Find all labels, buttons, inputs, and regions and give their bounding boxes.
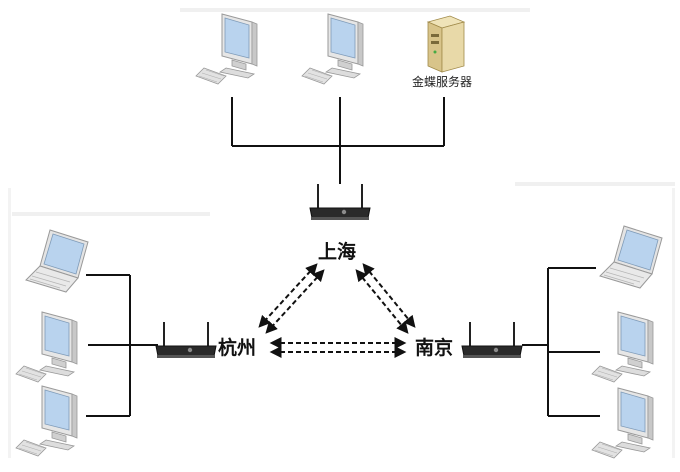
router-nanjing-icon	[461, 321, 523, 359]
router-hangzhou-icon	[155, 321, 217, 359]
left-laptop-icon	[25, 229, 89, 293]
link-shanghai-hangzhou	[258, 263, 325, 334]
left-lan-wiring	[86, 274, 158, 417]
server-label: 金蝶服务器	[412, 75, 473, 89]
router-shanghai-icon	[309, 183, 371, 221]
top-lan-wiring	[231, 97, 445, 184]
right-laptop-icon	[599, 225, 663, 289]
top-pc-2-icon	[301, 13, 364, 85]
top-panel	[180, 8, 530, 12]
kingdee-server-icon	[426, 15, 466, 73]
node-label-shanghai: 上海	[318, 241, 357, 263]
node-label-nanjing: 南京	[415, 337, 454, 359]
top-pc-1-icon	[195, 13, 258, 85]
right-lan-wiring	[522, 267, 600, 417]
left-panel	[12, 212, 210, 216]
right-panel	[515, 182, 675, 186]
left-pc-2-icon	[15, 385, 78, 457]
right-pc-2-icon	[591, 387, 654, 459]
node-label-hangzhou: 杭州	[218, 337, 257, 359]
left-pc-1-icon	[15, 311, 78, 383]
link-hangzhou-nanjing	[269, 337, 407, 358]
right-pc-1-icon	[591, 311, 654, 383]
link-shanghai-nanjing	[355, 263, 416, 334]
